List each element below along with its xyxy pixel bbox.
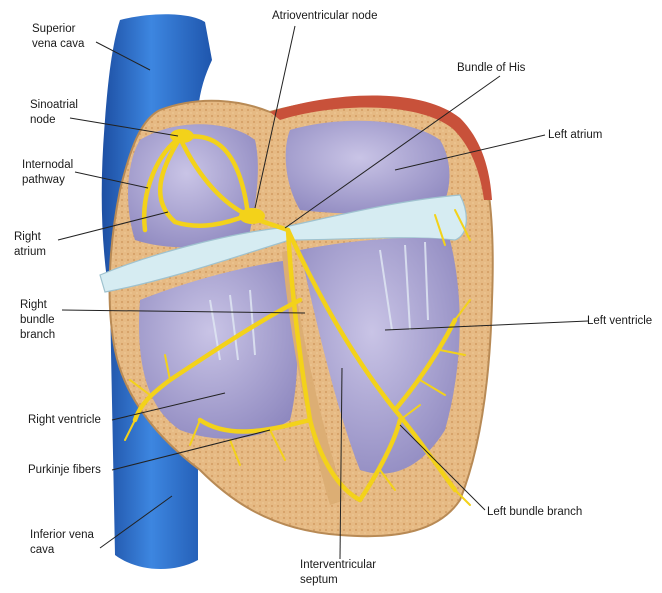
label-line: cava [30, 543, 94, 558]
label-line: atrium [14, 245, 46, 260]
label-left-ventricle: Left ventricle [587, 314, 652, 329]
label-left-bundle-branch: Left bundle branch [487, 505, 582, 520]
label-line: node [30, 113, 78, 128]
label-sinoatrial-node: Sinoatrial node [30, 98, 78, 128]
label-line: Interventricular [300, 558, 376, 573]
label-internodal-pathway: Internodal pathway [22, 158, 73, 188]
label-line: Right [14, 230, 46, 245]
label-line: Internodal [22, 158, 73, 173]
label-line: bundle [20, 313, 55, 328]
label-line: pathway [22, 173, 73, 188]
label-right-ventricle: Right ventricle [28, 413, 101, 428]
av-node-shape [239, 208, 265, 224]
label-right-bundle-branch: Right bundle branch [20, 298, 55, 343]
label-inferior-vena-cava: Inferior vena cava [30, 528, 94, 558]
label-right-atrium: Right atrium [14, 230, 46, 260]
label-line: vena cava [32, 37, 84, 52]
label-line: Right [20, 298, 55, 313]
label-bundle-of-his: Bundle of His [457, 61, 525, 76]
sa-node-shape [170, 129, 194, 143]
label-av-node: Atrioventricular node [272, 9, 377, 24]
label-line: branch [20, 328, 55, 343]
label-interventricular-septum: Interventricular septum [300, 558, 376, 588]
label-line: Inferior vena [30, 528, 94, 543]
label-line: Sinoatrial [30, 98, 78, 113]
label-purkinje-fibers: Purkinje fibers [28, 463, 101, 478]
label-line: septum [300, 573, 376, 588]
label-line: Superior [32, 22, 84, 37]
label-superior-vena-cava: Superior vena cava [32, 22, 84, 52]
label-left-atrium: Left atrium [548, 128, 602, 143]
